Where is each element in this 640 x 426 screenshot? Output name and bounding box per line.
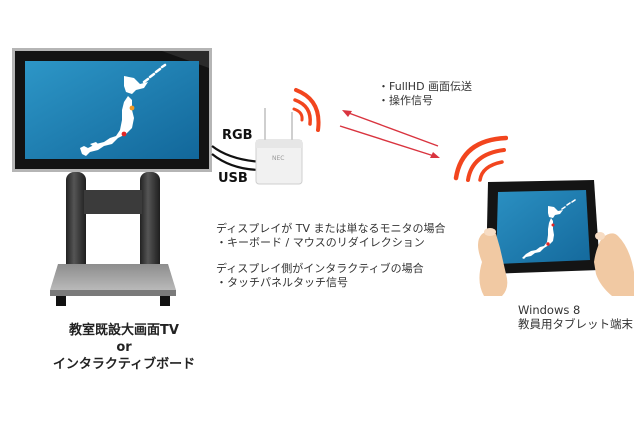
tv-caption-alt: インタラクティブボード — [52, 357, 196, 372]
tv-caption-or: or — [116, 340, 132, 355]
note-tv-monitor: ディスプレイが TV または単なるモニタの場合 ・キーボード / マウスのリダイ… — [216, 222, 445, 250]
hands-icon — [478, 228, 634, 296]
tablet-caption: Windows 8 教員用タブレット端末 — [518, 303, 633, 331]
note-heading: ディスプレイが TV または単なるモニタの場合 — [216, 222, 446, 235]
note-interactive: ディスプレイ側がインタラクティブの場合 ・タッチパネルタッチ信号 — [216, 262, 424, 290]
tv-display — [12, 48, 212, 172]
wifi-signal-icon — [453, 135, 508, 182]
tv-caption: 教室既設大画面TV or インタラクティブボード — [4, 322, 244, 373]
wifi-signal-icon — [292, 88, 321, 132]
rgb-label: RGB — [222, 128, 253, 143]
wireless-router: NEC — [254, 108, 304, 188]
note-heading: ディスプレイ側がインタラクティブの場合 — [216, 262, 424, 275]
tv-stand — [48, 172, 178, 308]
transmission-item: ・操作信号 — [378, 94, 433, 107]
transmission-list: ・FullHD 画面伝送 ・操作信号 — [378, 80, 472, 108]
tv-caption-title: 教室既設大画面TV — [69, 323, 179, 338]
note-item: ・タッチパネルタッチ信号 — [216, 276, 348, 289]
transmission-item: ・FullHD 画面伝送 — [378, 80, 473, 93]
tablet-icon — [478, 180, 634, 296]
wireless-router-icon: NEC — [255, 108, 303, 185]
japan-map-icon — [80, 76, 148, 156]
svg-text:NEC: NEC — [272, 155, 284, 162]
tablet-role: 教員用タブレット端末 — [518, 317, 633, 331]
tv-stand-icon — [50, 172, 176, 306]
note-item: ・キーボード / マウスのリダイレクション — [216, 236, 425, 249]
tablet-os: Windows 8 — [518, 303, 581, 317]
tv-display-icon — [12, 48, 212, 172]
bidirectional-arrow-icon — [339, 110, 440, 158]
usb-label: USB — [218, 171, 248, 186]
tablet-device — [476, 178, 636, 298]
